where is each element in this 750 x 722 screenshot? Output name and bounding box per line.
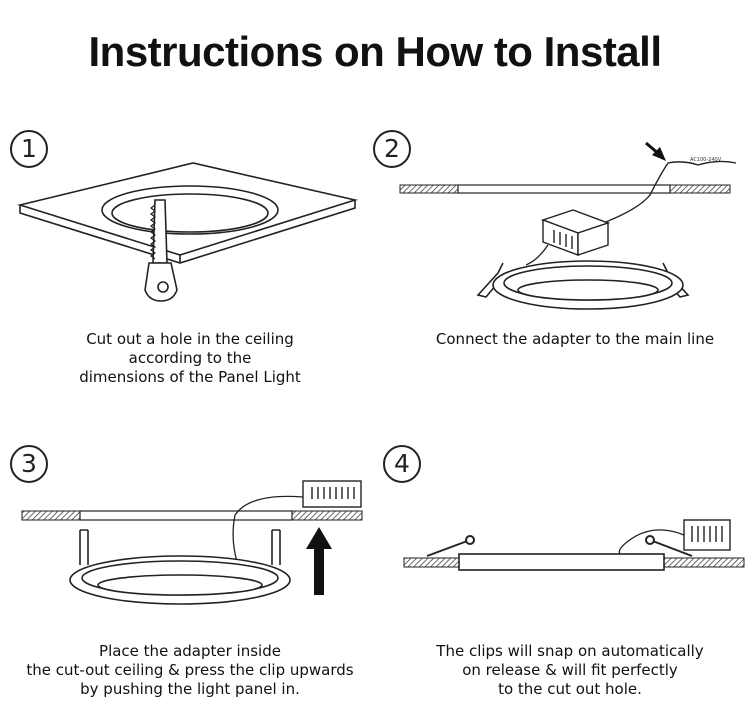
- step-1-illustration: [17, 162, 359, 302]
- panel-light: [69, 555, 291, 605]
- step-1-number: 1: [10, 130, 48, 168]
- step-2-illustration: AC100-240V: [399, 141, 737, 310]
- adapter-box-icon: [302, 480, 362, 508]
- ceiling-right: [669, 184, 731, 194]
- saw-icon: [144, 199, 178, 302]
- adapter-box-icon: [683, 519, 731, 551]
- step-3-number: 3: [10, 445, 48, 483]
- ceiling-hole: [101, 185, 279, 235]
- panel-light: [458, 553, 665, 571]
- step-3-illustration: [21, 480, 363, 605]
- panel-light: [476, 260, 690, 310]
- step-4-caption: The clips will snap on automatically on …: [436, 642, 704, 698]
- step-4-illustration: [403, 519, 745, 571]
- step-4-number: 4: [383, 445, 421, 483]
- page-title: Instructions on How to Install: [88, 28, 663, 75]
- step-2-number: 2: [373, 130, 411, 168]
- step-2-caption: Connect the adapter to the main line: [435, 330, 715, 348]
- up-arrow-icon: [306, 527, 332, 595]
- step-1-caption: Cut out a hole in the ceiling according …: [79, 330, 301, 386]
- ceiling-left: [399, 184, 459, 194]
- pointer-arrow-icon: [645, 141, 666, 161]
- svg-text:AC100-240V: AC100-240V: [690, 157, 722, 163]
- step-3-caption: Place the adapter inside the cut-out cei…: [26, 642, 354, 698]
- adapter-box-icon: [540, 209, 611, 257]
